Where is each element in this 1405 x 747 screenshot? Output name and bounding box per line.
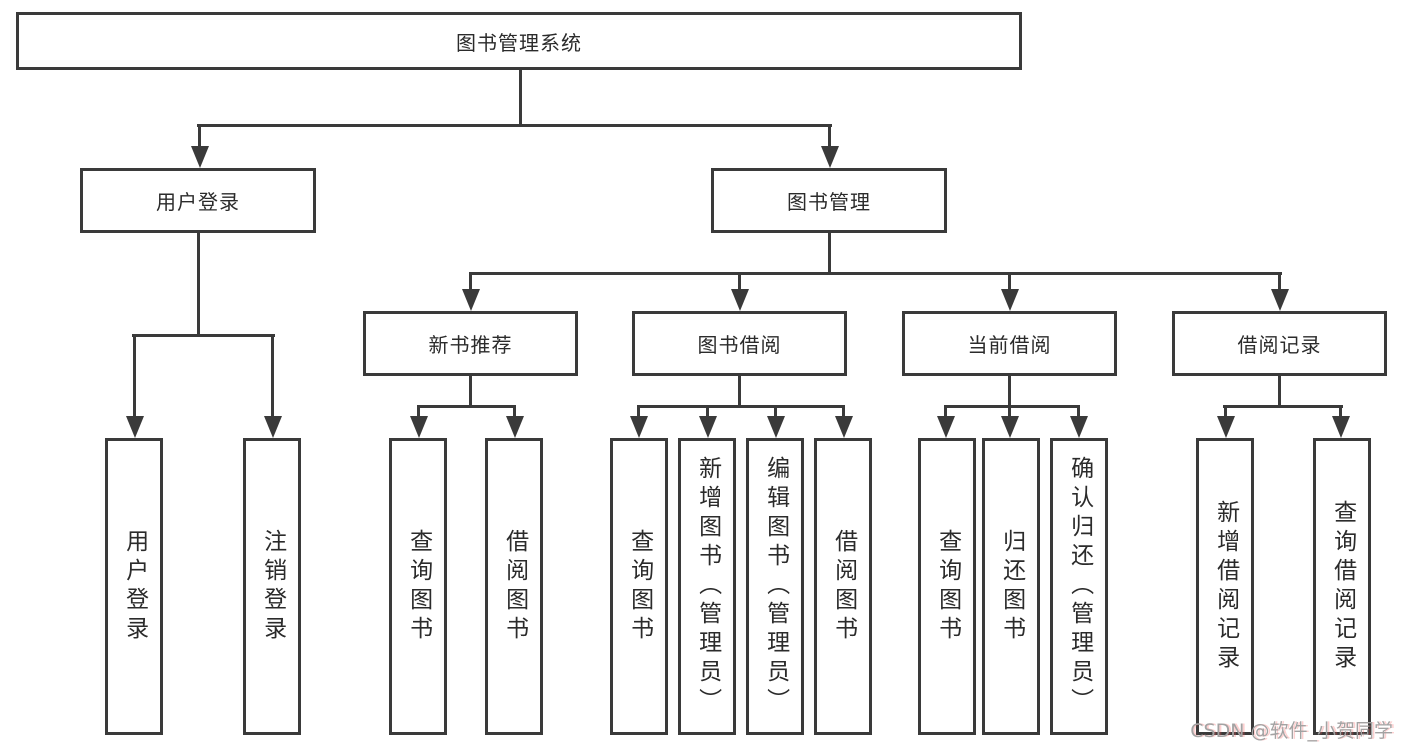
node-book-borrow-label: 图书借阅 bbox=[697, 333, 782, 357]
arrow-re-query bbox=[1332, 405, 1350, 438]
arrow-cu-query bbox=[937, 405, 955, 438]
leaf-newbook-borrow: 借阅图书 bbox=[485, 438, 543, 735]
connector-book-mgmt-stem bbox=[828, 233, 831, 274]
connector-new-book-stem bbox=[469, 376, 472, 407]
connector-book-borrow-bar bbox=[637, 405, 844, 408]
node-new-book-recommend: 新书推荐 bbox=[363, 311, 578, 376]
node-borrow-records: 借阅记录 bbox=[1172, 311, 1387, 376]
connector-user-login-stem bbox=[197, 233, 200, 336]
arrow-cu-return bbox=[1001, 405, 1019, 438]
leaf-logout-label: 注销登录 bbox=[259, 528, 286, 645]
arrow-re-add bbox=[1217, 405, 1235, 438]
arrow-to-logout-leaf bbox=[264, 334, 282, 438]
connector-book-borrow-stem bbox=[738, 376, 741, 407]
connector-root-stem bbox=[519, 70, 522, 126]
node-borrow-records-label: 借阅记录 bbox=[1237, 333, 1322, 357]
leaf-records-add-label: 新增借阅记录 bbox=[1212, 499, 1239, 674]
leaf-records-query-label: 查询借阅记录 bbox=[1329, 499, 1356, 674]
leaf-borrow-query: 查询图书 bbox=[610, 438, 668, 735]
arrow-to-book-borrow bbox=[731, 272, 749, 311]
arrow-nb-borrow bbox=[506, 405, 524, 438]
leaf-logout: 注销登录 bbox=[243, 438, 301, 735]
arrow-nb-query bbox=[410, 405, 428, 438]
connector-current-stem bbox=[1008, 376, 1011, 407]
connector-records-stem bbox=[1278, 376, 1281, 407]
leaf-records-add: 新增借阅记录 bbox=[1196, 438, 1254, 735]
connector-book-mgmt-bar bbox=[469, 272, 1282, 275]
leaf-current-confirm-label: 确认归还（管理员） bbox=[1066, 456, 1093, 717]
arrow-to-user-login bbox=[191, 124, 209, 168]
leaf-current-return-label: 归还图书 bbox=[998, 528, 1025, 645]
leaf-borrow-edit-label: 编辑图书（管理员） bbox=[762, 456, 789, 717]
node-new-book-recommend-label: 新书推荐 bbox=[428, 333, 513, 357]
arrow-to-login-leaf bbox=[126, 334, 144, 438]
leaf-newbook-query: 查询图书 bbox=[389, 438, 447, 735]
arrow-bw-query bbox=[630, 405, 648, 438]
leaf-current-query-label: 查询图书 bbox=[934, 528, 961, 645]
connector-records-bar bbox=[1223, 405, 1343, 408]
arrow-bw-borrow bbox=[835, 405, 853, 438]
connector-root-bar bbox=[197, 124, 832, 127]
leaf-borrow-edit: 编辑图书（管理员） bbox=[746, 438, 804, 735]
leaf-newbook-query-label: 查询图书 bbox=[405, 528, 432, 645]
csdn-watermark: CSDN @软件_小贺同学 bbox=[1190, 720, 1393, 742]
leaf-borrow-add-label: 新增图书（管理员） bbox=[694, 456, 721, 717]
leaf-current-return: 归还图书 bbox=[982, 438, 1040, 735]
node-current-borrow: 当前借阅 bbox=[902, 311, 1117, 376]
arrow-to-current-borrow bbox=[1001, 272, 1019, 311]
leaf-borrow-borrow-label: 借阅图书 bbox=[830, 528, 857, 645]
arrow-to-book-management bbox=[821, 124, 839, 168]
connector-user-login-bar bbox=[132, 334, 275, 337]
node-book-management: 图书管理 bbox=[711, 168, 947, 233]
leaf-newbook-borrow-label: 借阅图书 bbox=[501, 528, 528, 645]
node-user-login-label: 用户登录 bbox=[156, 190, 240, 214]
node-user-login: 用户登录 bbox=[80, 168, 316, 233]
arrow-bw-add bbox=[699, 405, 717, 438]
arrow-bw-edit bbox=[767, 405, 785, 438]
leaf-borrow-borrow: 借阅图书 bbox=[814, 438, 872, 735]
leaf-user-login: 用户登录 bbox=[105, 438, 163, 735]
leaf-current-query: 查询图书 bbox=[918, 438, 976, 735]
leaf-user-login-label: 用户登录 bbox=[121, 528, 148, 645]
node-book-management-label: 图书管理 bbox=[787, 190, 871, 214]
node-library-system: 图书管理系统 bbox=[16, 12, 1022, 70]
node-current-borrow-label: 当前借阅 bbox=[967, 333, 1052, 357]
leaf-records-query: 查询借阅记录 bbox=[1313, 438, 1371, 735]
node-book-borrow: 图书借阅 bbox=[632, 311, 847, 376]
node-library-system-label: 图书管理系统 bbox=[456, 30, 582, 55]
leaf-borrow-query-label: 查询图书 bbox=[626, 528, 653, 645]
arrow-cu-confirm bbox=[1070, 405, 1088, 438]
arrow-to-new-book bbox=[462, 272, 480, 311]
connector-new-book-bar bbox=[417, 405, 516, 408]
connector-current-bar bbox=[944, 405, 1080, 408]
leaf-current-confirm: 确认归还（管理员） bbox=[1050, 438, 1108, 735]
leaf-borrow-add: 新增图书（管理员） bbox=[678, 438, 736, 735]
arrow-to-borrow-records bbox=[1271, 272, 1289, 311]
